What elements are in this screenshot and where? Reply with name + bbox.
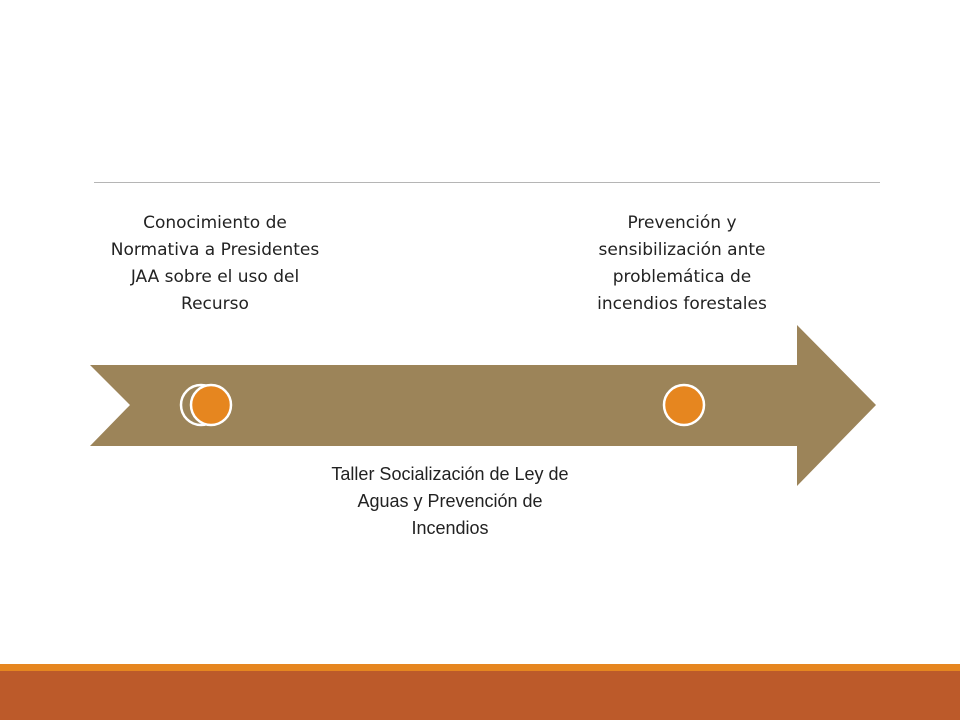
footer-bar: [0, 671, 960, 720]
timeline-arrow-body: [90, 325, 876, 486]
timeline-marker-1-ring: [189, 383, 233, 427]
timeline-marker-3: [664, 385, 704, 425]
timeline-label-1: Conocimiento de Normativa a Presidentes …: [110, 213, 320, 314]
timeline-label-2: Taller Socialización de Ley de Aguas y P…: [331, 464, 569, 538]
timeline-label-3: Prevención y sensibilización ante proble…: [597, 213, 767, 314]
footer-accent-line: [0, 664, 960, 671]
timeline-marker-3-ring: [662, 383, 706, 427]
top-divider: [94, 182, 880, 183]
timeline-marker-1: [191, 385, 231, 425]
